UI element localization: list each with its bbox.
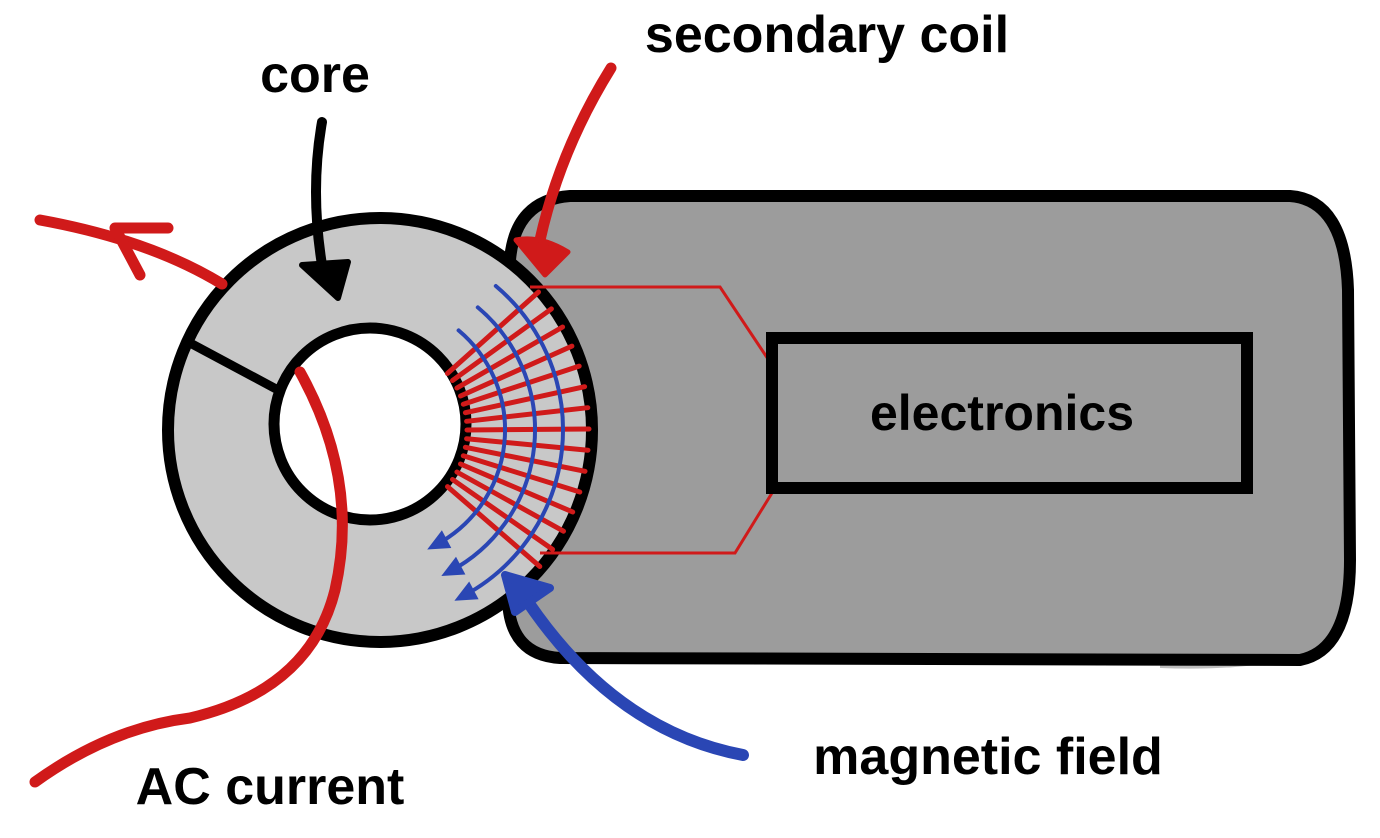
- field-line-arrowhead: [441, 556, 466, 576]
- coil-winding: [450, 306, 554, 383]
- current-direction-arrowhead: [109, 222, 174, 281]
- coil-winding: [445, 484, 543, 569]
- coil-winding: [462, 444, 588, 474]
- secondary-coil-arrow-head: [513, 236, 571, 278]
- field-line-arrowhead: [427, 530, 452, 550]
- coil-lead-bottom: [540, 479, 782, 555]
- conductor-wire-lower: [29, 366, 348, 788]
- ac-current-label: AC current: [136, 758, 405, 816]
- core-split-gap: [189, 340, 281, 394]
- core-arrow-shaft: [311, 117, 327, 270]
- secondary-coil: [445, 289, 592, 569]
- field-line-arrowhead: [454, 581, 479, 601]
- ac-conductor: [29, 214, 348, 788]
- electronics-label: electronics: [870, 385, 1134, 441]
- coil-winding: [460, 363, 582, 407]
- secondary-coil-label: secondary coil: [645, 6, 1009, 64]
- core-label: core: [260, 46, 370, 104]
- core-outer-edge: [162, 212, 598, 648]
- coil-lead-top: [530, 285, 772, 363]
- secondary-coil-pointer: [513, 62, 617, 278]
- coil-winding: [454, 324, 566, 391]
- core-inner-edge: [268, 322, 472, 526]
- electronics-box: [766, 332, 1253, 494]
- conductor-wire-upper: [34, 214, 228, 290]
- field-line: [461, 284, 565, 598]
- core-ring: [167, 218, 592, 642]
- coil-winding: [464, 426, 592, 433]
- coil-winding: [458, 461, 576, 515]
- secondary-coil-arrow-shaft: [534, 62, 617, 246]
- coil-winding: [462, 384, 588, 416]
- coil-winding: [454, 469, 566, 534]
- coil-winding: [450, 477, 556, 552]
- coil-winding: [460, 453, 583, 495]
- core-pointer: [299, 117, 351, 301]
- magnetic-field-label: magnetic field: [813, 728, 1163, 786]
- core: [162, 212, 598, 648]
- field-line: [434, 328, 508, 547]
- core-arrow-head: [299, 259, 351, 301]
- magnetic-field-pointer: [501, 571, 749, 761]
- coil-winding: [445, 289, 541, 376]
- magnetic-field-lines: [427, 284, 565, 601]
- magnetic-field-arrow-shaft: [514, 584, 749, 761]
- coil-winding: [458, 343, 575, 399]
- coil-winding: [464, 436, 591, 453]
- electronics-block: electronics: [766, 332, 1253, 494]
- field-line: [448, 305, 537, 574]
- magnetic-field-arrow-head: [501, 571, 554, 616]
- coil-winding: [464, 405, 591, 424]
- coil-leads: [530, 285, 782, 555]
